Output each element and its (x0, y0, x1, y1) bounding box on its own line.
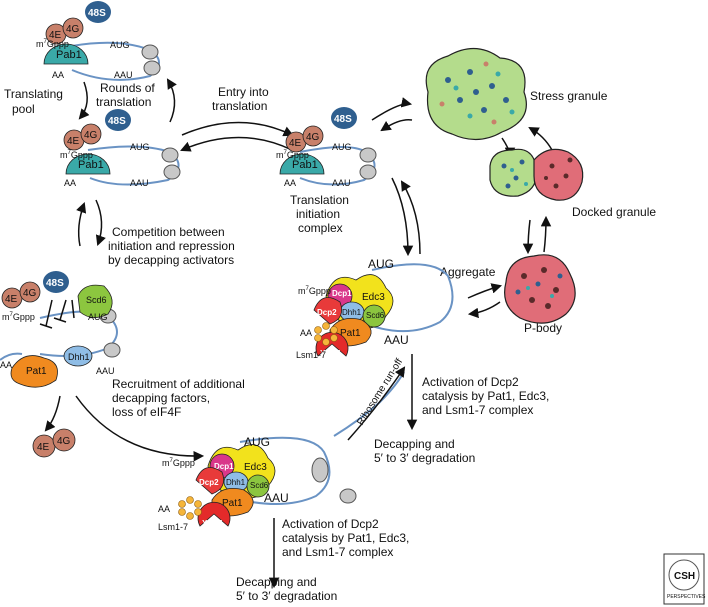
svg-text:AAU: AAU (264, 491, 289, 505)
svg-text:AUG: AUG (368, 257, 394, 271)
svg-text:4G: 4G (57, 436, 71, 447)
released-eif4f: 4E 4G (32, 428, 76, 458)
p-body (504, 254, 576, 324)
svg-text:4G: 4G (23, 288, 37, 299)
svg-text:AA: AA (64, 178, 76, 188)
svg-text:Scd6: Scd6 (86, 295, 107, 305)
svg-text:AUG: AUG (244, 435, 270, 449)
svg-text:Dcp2: Dcp2 (199, 478, 219, 487)
svg-text:AA: AA (284, 178, 296, 188)
svg-text:AUG: AUG (332, 142, 352, 152)
eif4g-label: 4G (66, 24, 80, 35)
svg-text:AAU: AAU (96, 366, 115, 376)
ribosome-48s-label: 48S (108, 116, 126, 127)
svg-text:Dcp1: Dcp1 (214, 462, 234, 471)
svg-text:AUG: AUG (88, 312, 108, 322)
competition-complex: 4E 4G 48S Scd6 Dhh1 Pat1 m7Gppp AUG AA A… (0, 271, 121, 388)
svg-text:XRN1: XRN1 (202, 519, 224, 528)
svg-text:AAU: AAU (332, 178, 351, 188)
svg-text:AA: AA (300, 328, 312, 338)
svg-text:Dcp1: Dcp1 (332, 289, 352, 298)
ribosome-48s-label: 48S (88, 8, 106, 19)
svg-text:4E: 4E (37, 442, 50, 453)
decapping-complex-bottom: Edc3 Dcp1 Dhh1 Scd6 Dcp2 Pat1 XRN1 AUG A… (158, 371, 405, 532)
aggregate-label: Aggregate (440, 265, 496, 279)
aug-label: AUG (110, 40, 130, 50)
svg-text:AAU: AAU (130, 178, 149, 188)
svg-text:Pat1: Pat1 (340, 328, 361, 339)
svg-text:Dhh1: Dhh1 (226, 478, 246, 487)
svg-text:XRN1: XRN1 (320, 349, 342, 358)
pab1-label: Pab1 (56, 49, 82, 61)
stress-granule-label: Stress granule (530, 89, 608, 103)
aau-label: AAU (114, 70, 133, 80)
svg-text:Dhh1: Dhh1 (68, 352, 90, 362)
stress-granule (425, 47, 527, 141)
svg-text:Edc3: Edc3 (244, 462, 267, 473)
svg-text:m7Gppp: m7Gppp (2, 312, 35, 322)
ribosome-runoff-label: Ribosome run-off (355, 357, 405, 428)
svg-text:Pat1: Pat1 (222, 498, 243, 509)
svg-text:m7Gppp: m7Gppp (36, 39, 69, 49)
pab1-label: Pab1 (78, 159, 104, 171)
svg-text:m7Gppp: m7Gppp (276, 150, 309, 160)
pab1-protein (43, 43, 89, 65)
svg-text:48S: 48S (46, 278, 64, 289)
eif4e-label: 4E (67, 136, 80, 147)
svg-text:4G: 4G (306, 132, 320, 143)
p-body-label: P-body (524, 321, 562, 335)
svg-text:Pab1: Pab1 (292, 159, 318, 171)
translation-initiation-complex: Pab1 4E 4G 48S m7Gppp AUG AA AAU (276, 107, 377, 188)
csh-perspectives-logo: CSH PERSPECTIVES (663, 553, 706, 605)
svg-text:Edc3: Edc3 (362, 292, 385, 303)
docked-granule-label: Docked granule (572, 205, 656, 219)
svg-text:AA: AA (0, 360, 12, 370)
svg-text:AAU: AAU (384, 333, 409, 347)
svg-text:Scd6: Scd6 (366, 311, 385, 320)
eif4e-label: 4E (49, 30, 62, 41)
svg-text:m7Gppp: m7Gppp (298, 286, 331, 296)
svg-text:4E: 4E (289, 138, 302, 149)
translating-complex-top: Pab1 4E 4G 48S m7Gppp AUG AA AAU (36, 1, 161, 81)
svg-text:48S: 48S (334, 114, 352, 125)
svg-text:CSH: CSH (674, 571, 695, 582)
svg-text:Lsm1-7: Lsm1-7 (158, 522, 188, 532)
eif4g-label: 4G (84, 130, 98, 141)
svg-text:m7Gppp: m7Gppp (60, 150, 93, 160)
translating-complex-middle: Pab1 4E 4G 48S m7Gppp AUG AA AAU (60, 109, 181, 188)
svg-text:PERSPECTIVES: PERSPECTIVES (667, 594, 706, 600)
docked-granule (489, 148, 584, 201)
svg-text:Pat1: Pat1 (26, 366, 47, 377)
polya-label: AA (52, 70, 64, 80)
svg-text:4E: 4E (5, 294, 18, 305)
decapping-complex-right: Edc3 Dcp1 Dhh1 Scd6 Dcp2 Pat1 XRN1 AUG A… (296, 257, 454, 360)
svg-text:Scd6: Scd6 (250, 481, 269, 490)
svg-text:Dcp2: Dcp2 (317, 308, 337, 317)
svg-text:m7Gppp: m7Gppp (162, 458, 195, 468)
svg-text:Dhh1: Dhh1 (342, 308, 362, 317)
svg-text:Lsm1-7: Lsm1-7 (296, 350, 326, 360)
svg-text:AA: AA (158, 504, 170, 514)
svg-text:AUG: AUG (130, 142, 150, 152)
